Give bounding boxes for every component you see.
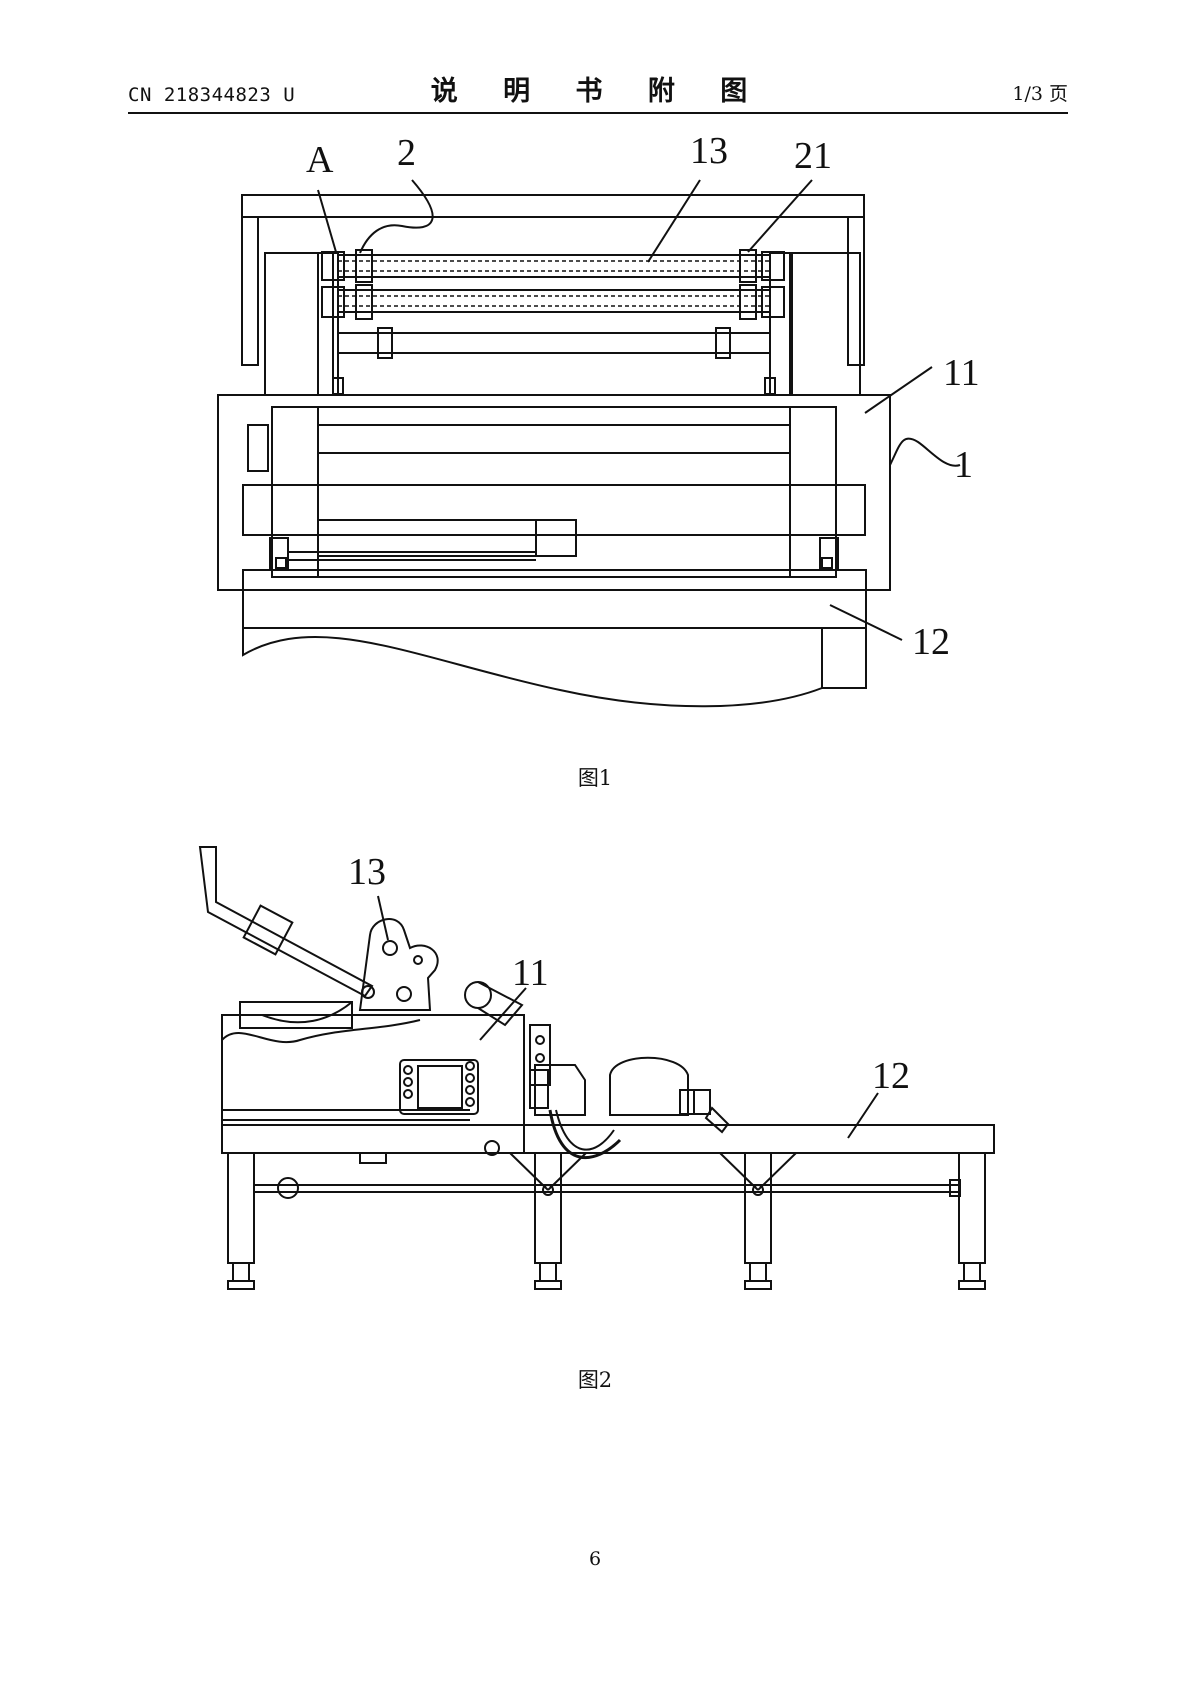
figure-1-caption: 图1 xyxy=(577,766,613,790)
fig2-label-13: 13 xyxy=(348,851,386,893)
top-frame-bar xyxy=(241,194,865,218)
label-2: 2 xyxy=(397,132,416,174)
lower-roller xyxy=(337,289,771,313)
braces xyxy=(509,1152,797,1191)
document-title: 说 明 书 附 图 xyxy=(430,76,766,107)
label-12: 12 xyxy=(912,621,950,663)
middle-bar xyxy=(242,484,866,536)
top-frame-right-leg xyxy=(847,217,865,366)
cable xyxy=(548,1109,622,1160)
fig2-label-12: 12 xyxy=(872,1055,910,1097)
lower-shaft xyxy=(337,332,771,354)
label-1: 1 xyxy=(954,444,973,486)
upper-roller xyxy=(337,254,771,278)
figure-1-drawing: A 2 13 21 11 1 12 xyxy=(217,130,980,708)
top-frame-left-leg xyxy=(241,217,259,366)
label-21: 21 xyxy=(794,135,832,177)
handle-arm xyxy=(198,846,374,998)
page-count: 1/3 页 xyxy=(1012,83,1068,105)
label-a: A xyxy=(306,139,334,181)
label-11: 11 xyxy=(943,352,980,394)
control-panel xyxy=(247,424,269,472)
break-line xyxy=(242,628,823,708)
roller-end-caps xyxy=(321,249,785,320)
page-number: 6 xyxy=(588,1548,602,1570)
page-header: CN 218344823 U 说 明 书 附 图 1/3 页 xyxy=(128,68,1068,114)
machine-body xyxy=(217,394,891,591)
fig2-label-11: 11 xyxy=(512,952,549,994)
side-plate xyxy=(529,1024,551,1086)
handle-grip xyxy=(242,904,294,956)
label-13: 13 xyxy=(690,130,728,172)
control-panel xyxy=(399,1059,479,1115)
bracket-13 xyxy=(358,918,439,1011)
legs xyxy=(227,1152,986,1290)
motor xyxy=(609,1056,689,1116)
figure-2-caption: 图2 xyxy=(577,1368,613,1392)
publication-number: CN 218344823 U xyxy=(128,84,296,106)
